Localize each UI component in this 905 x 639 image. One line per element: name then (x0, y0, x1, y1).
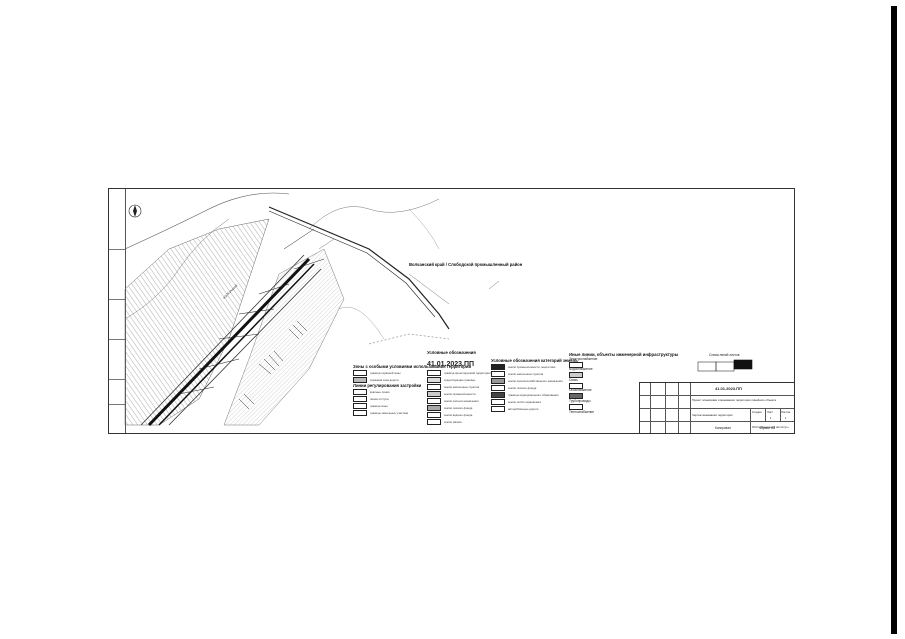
legend-col-3: Условные обозначения категорий земель зе… (491, 358, 578, 413)
boundary-line (308, 198, 440, 230)
boundary-line (338, 306, 385, 340)
legend-item: границы муниципального образования (491, 392, 578, 399)
project-code: 41.01.2023.ПП (427, 361, 475, 368)
map-drawing (124, 192, 500, 427)
corridor-ticks (238, 320, 308, 410)
legend-item: охранная зона дороги (353, 377, 471, 384)
drawing-sheet: Волчанский край / Слободской промышленны… (108, 188, 795, 434)
legend-group-label: Электроснабжение (569, 356, 598, 361)
boundary-line (124, 218, 230, 320)
legend-item: земли сельскохозяйственного назначения (491, 378, 578, 385)
doc-number: 41.01.2023.ПП (715, 386, 742, 391)
legend-item (569, 361, 678, 368)
legend-item: земли особо охраняемых (491, 399, 578, 406)
format-label: Формат А3 (759, 426, 776, 430)
legend-header: Условные обозначения категорий земель (491, 358, 578, 363)
legend-item: существующие границы (427, 377, 491, 384)
hatched-zone-east (223, 248, 345, 426)
legend-item: линия отступа (353, 395, 471, 402)
doc-description: Проект планировки и межевания территории… (692, 398, 776, 402)
main-road-edge (408, 273, 450, 305)
legend-item: земли населенных пунктов (491, 371, 578, 378)
boundary-line (408, 208, 440, 250)
legend-col-4: Иные линии, объекты инженерной инфрастру… (569, 352, 679, 414)
legend-item: земли промышленности, энергетики (491, 364, 578, 371)
main-road (268, 210, 436, 318)
north-arrow (128, 204, 142, 218)
legend-group-label: Водоснабжение (569, 367, 593, 372)
legend-item: автомобильные дороги (491, 406, 578, 413)
title-block: 41.01.2023.ПП Проект планировки и межева… (639, 382, 795, 434)
legend-item: земли лесного фонда (427, 405, 491, 412)
linear-corridor (140, 228, 325, 427)
legend-group-label: Трубопроводы (569, 398, 591, 403)
legend-item: земли населенных пунктов (427, 384, 491, 391)
legend-item: граница охранной зоны (353, 370, 471, 377)
sheet-name: Чертеж межевания территории (692, 413, 733, 417)
legend-group-label: Связь (569, 377, 578, 382)
legend-item: земли промышленности (427, 391, 491, 398)
legend-col-2: Условные обозначения граница проектируем… (427, 350, 491, 426)
legend-item (569, 372, 678, 379)
legend-item: граница зоны (353, 402, 471, 409)
territory-label: Волчанский край / Слободской промышленны… (409, 262, 523, 267)
legend-item: граница проектируемой территории (427, 370, 491, 377)
legend-item (569, 404, 678, 411)
legend-col-1: Зоны с особыми условиями использования т… (353, 364, 472, 416)
legend-item: земли сельхоз назначения (427, 398, 491, 405)
org-name: ООО «Проектный институт» (752, 425, 789, 429)
legend-subheader: Линии регулирования застройки (353, 382, 422, 388)
legend-item: земли водного фонда (427, 412, 491, 419)
leader-line (318, 238, 335, 250)
sheets-no: 1 (785, 416, 787, 420)
legend-item (569, 393, 678, 400)
sheet-no: 1 (770, 416, 772, 420)
legend-header: Зоны с особыми условиями использования т… (353, 364, 472, 369)
legend-header: Условные обозначения (427, 350, 476, 355)
stage-label: Стадия (752, 410, 762, 414)
legend-group-label: Теплоснабжение (569, 409, 595, 414)
page-edge-bar (891, 6, 897, 634)
scale-label: Схема линий листов (709, 353, 740, 357)
dashed-boundary (368, 333, 450, 345)
legend-item: красные линии (353, 388, 471, 395)
legend-item: границы земельных участков (353, 409, 471, 416)
boundary-line (124, 192, 290, 250)
legend-item: земли лесного фонда (491, 385, 578, 392)
legend-item (569, 382, 678, 389)
hatched-zone (124, 218, 270, 426)
sheets-label: Листов (781, 410, 791, 414)
legend-item: земли запаса (427, 419, 491, 426)
sheet-scheme (697, 359, 753, 372)
legend-group-label: Газоснабжение (569, 388, 592, 393)
main-road (268, 206, 450, 330)
sheet-label: Лист (767, 410, 774, 414)
copied-label: Копировал (715, 426, 731, 430)
legend-header: Иные линии, объекты инженерной инфрастру… (569, 352, 679, 357)
leader-line (488, 280, 500, 290)
